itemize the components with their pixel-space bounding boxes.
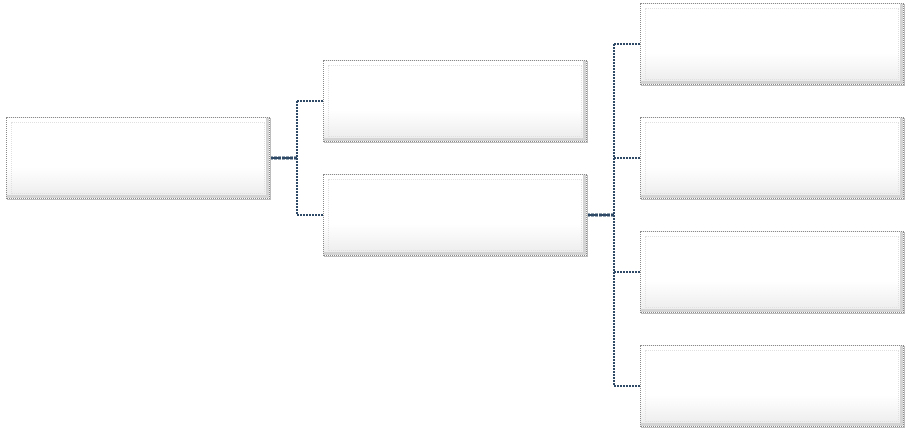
node-leaf-2 <box>640 117 904 199</box>
node-leaf-4 <box>640 345 904 427</box>
node-root <box>6 117 270 199</box>
node-leaf-1 <box>640 3 904 85</box>
node-branch-1 <box>323 60 587 142</box>
node-leaf-3 <box>640 231 904 313</box>
node-branch-2 <box>323 174 587 256</box>
